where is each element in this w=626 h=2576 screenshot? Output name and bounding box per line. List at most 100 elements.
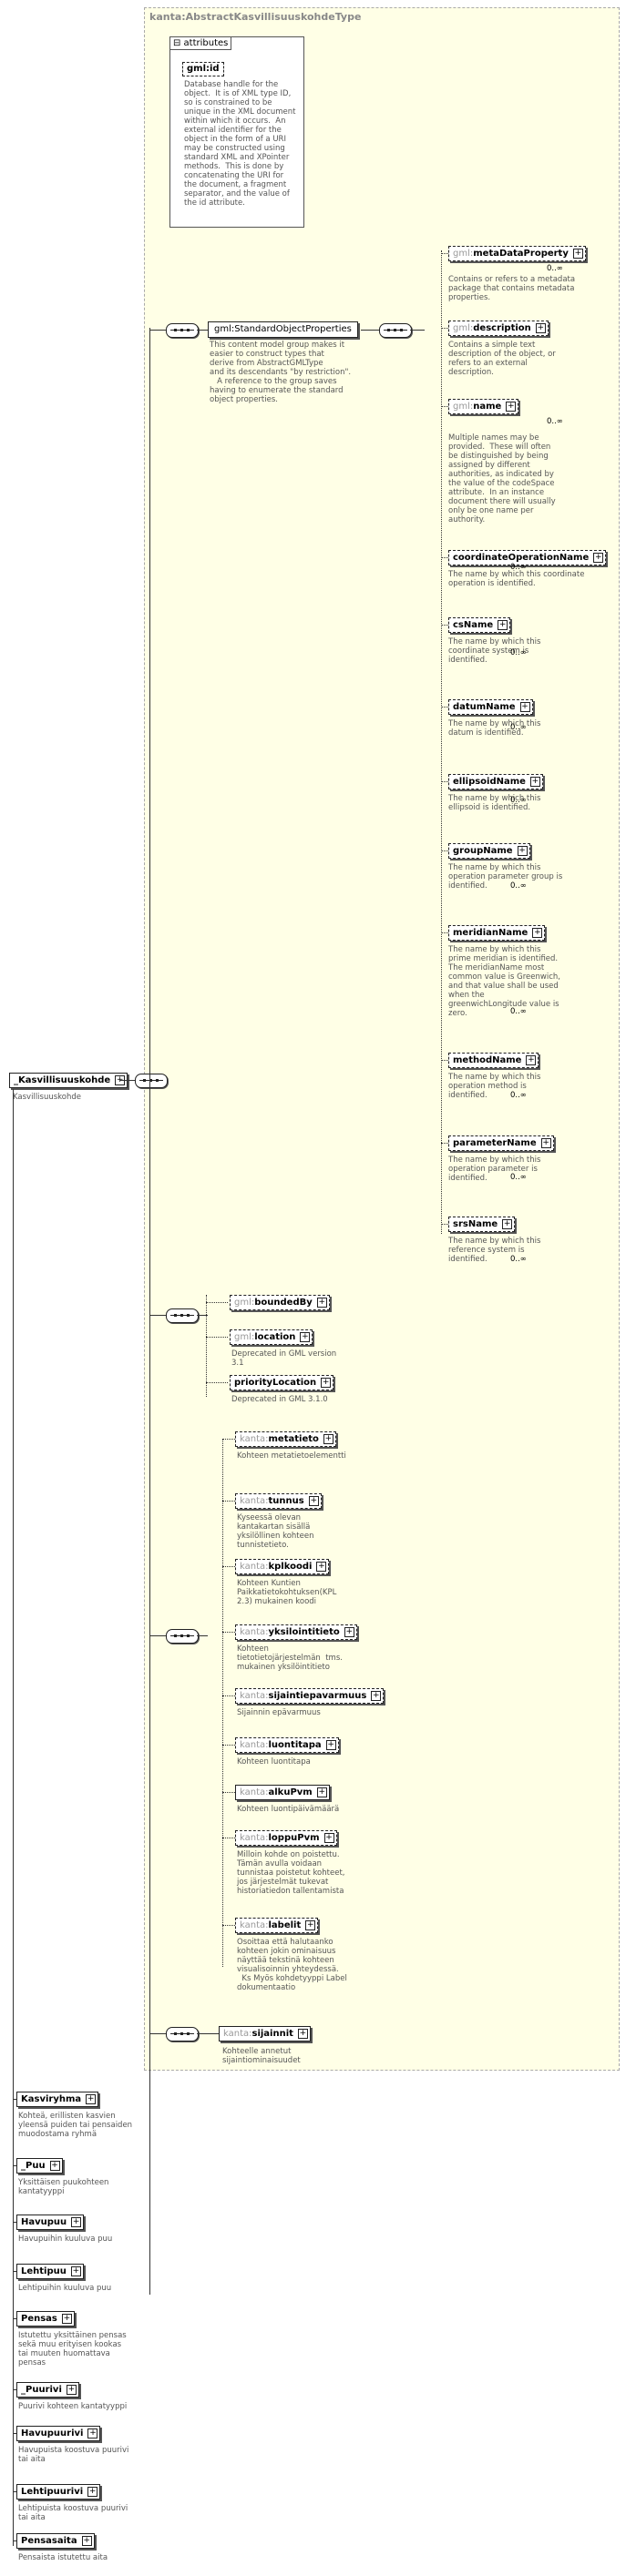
connector-line	[222, 1439, 223, 1967]
expand-icon[interactable]: +	[81, 2536, 92, 2546]
element-name: Havupuurivi	[21, 2428, 84, 2439]
element-srsName[interactable]: srsName+	[448, 1217, 516, 1232]
gml-id-attribute[interactable]: gml:id	[182, 62, 224, 76]
expand-icon[interactable]: +	[506, 402, 517, 412]
substitute-lehtipuurivi[interactable]: Lehtipuurivi+	[16, 2484, 101, 2500]
element-parameterName[interactable]: parameterName+	[448, 1135, 554, 1151]
expand-icon[interactable]: +	[517, 846, 528, 856]
element-coordinateOperationName[interactable]: coordinateOperationName+	[448, 550, 607, 565]
element-metatieto[interactable]: kanta:metatieto+	[235, 1431, 336, 1447]
namespace-prefix: kanta:	[240, 1691, 269, 1701]
element-tunnus[interactable]: kanta:tunnus+	[235, 1493, 322, 1509]
expand-icon[interactable]: +	[519, 702, 530, 712]
expand-icon[interactable]: +	[532, 928, 543, 938]
expand-icon[interactable]: +	[572, 249, 583, 259]
bounded-sequence-compositor	[166, 1308, 199, 1323]
expand-icon[interactable]: +	[71, 2217, 82, 2227]
substitute-kasviryhma[interactable]: Kasviryhma +	[16, 2092, 99, 2107]
connector-line	[441, 253, 448, 254]
expand-icon[interactable]: +	[300, 1332, 311, 1342]
element-groupName[interactable]: groupName +	[448, 843, 530, 859]
element-sijaintiepavarmuus[interactable]: kanta:sijaintiepavarmuus +	[235, 1688, 385, 1704]
expand-icon[interactable]: +	[297, 2029, 308, 2039]
standard-object-properties-group[interactable]: gml:StandardObjectProperties	[208, 321, 358, 338]
substitute-puurivi[interactable]: _Puurivi+	[16, 2382, 79, 2398]
cardinality: 0..∞	[510, 563, 527, 572]
element-loppuPvm[interactable]: kanta:loppuPvm+	[235, 1830, 337, 1846]
element-yksilointitieto[interactable]: kanta:yksilointitieto+	[235, 1624, 357, 1640]
sequence-dot	[174, 1314, 177, 1317]
element-priorityLocation[interactable]: priorityLocation+	[230, 1375, 334, 1390]
element-boundedBy[interactable]: gml:boundedBy+	[230, 1295, 330, 1310]
element-labelit[interactable]: kanta:labelit+	[235, 1918, 319, 1933]
expand-icon[interactable]: +	[323, 1833, 334, 1843]
element-csName[interactable]: csName+	[448, 617, 511, 633]
element-alkuPvm[interactable]: kanta:alkuPvm+	[235, 1785, 330, 1800]
element-ellipsoidName[interactable]: ellipsoidName+	[448, 774, 543, 789]
root-element-kasvillisuuskohde[interactable]: _Kasvillisuuskohde+	[9, 1073, 128, 1088]
expand-icon[interactable]: +	[61, 2314, 72, 2324]
element-kplkoodi[interactable]: kanta:kplkoodi+	[235, 1559, 330, 1574]
expand-icon[interactable]: +	[344, 1627, 354, 1637]
expand-icon[interactable]: +	[593, 553, 604, 563]
element-name: Kasviryhma	[21, 2094, 82, 2104]
substitute-lehtipuu[interactable]: Lehtipuu+	[16, 2264, 84, 2279]
expand-icon[interactable]: +	[316, 1787, 327, 1797]
element-name: groupName	[453, 846, 513, 856]
attributes-tab[interactable]: ⊟ attributes	[169, 36, 232, 50]
substitute-pensas[interactable]: Pensas+	[16, 2311, 75, 2327]
element-location[interactable]: gml:location+	[230, 1329, 313, 1345]
expand-icon[interactable]: +	[308, 1496, 319, 1506]
substitute-lehtipuu-description: Lehtipuihin kuuluva puu	[18, 2284, 112, 2293]
substitute-puu[interactable]: _Puu+	[16, 2158, 63, 2174]
connector-line	[222, 1566, 235, 1567]
expand-icon[interactable]: +	[321, 1378, 332, 1388]
connector-line	[197, 330, 208, 331]
substitute-pensasaita[interactable]: Pensasaita +	[16, 2533, 95, 2549]
element-name: Pensasaita	[21, 2536, 77, 2546]
element-name: sijaintiepavarmuus	[268, 1691, 367, 1701]
element-description[interactable]: gml:description+	[448, 321, 549, 336]
expand-icon[interactable]: +	[316, 1562, 327, 1572]
element-metaDataProperty[interactable]: gml:metaDataProperty+	[448, 246, 586, 261]
connector-line	[149, 330, 166, 331]
element-meridianName[interactable]: meridianName+	[448, 925, 546, 941]
expand-icon[interactable]: +	[305, 1920, 316, 1930]
element-datumName[interactable]: datumName+	[448, 699, 533, 715]
element-methodName[interactable]: methodName+	[448, 1053, 539, 1068]
connector-line	[222, 1745, 235, 1746]
element-name: kplkoodi	[268, 1562, 313, 1572]
expand-icon[interactable]: +	[49, 2161, 60, 2171]
substitute-havupuurivi[interactable]: Havupuurivi+	[16, 2426, 101, 2441]
expand-icon[interactable]: +	[502, 1219, 513, 1229]
sequence-dot	[174, 329, 177, 331]
expand-icon[interactable]: +	[70, 2266, 81, 2276]
element-sijainnit[interactable]: kanta:sijainnit+	[219, 2026, 311, 2041]
namespace-prefix: kanta:	[240, 1627, 269, 1637]
expand-icon[interactable]: +	[316, 1298, 327, 1308]
expand-icon[interactable]: +	[87, 2428, 98, 2439]
expand-icon[interactable]: +	[540, 1138, 551, 1148]
element-name: ellipsoidName	[453, 777, 526, 787]
expand-icon[interactable]: +	[325, 1740, 336, 1750]
expand-icon[interactable]: +	[87, 2487, 98, 2497]
element-name: _Kasvillisuuskohde	[14, 1075, 111, 1085]
connector-line	[149, 328, 150, 2295]
element-name[interactable]: gml:name+	[448, 399, 519, 414]
expand-icon[interactable]: +	[498, 620, 508, 630]
substitute-havupuu[interactable]: Havupuu+	[16, 2215, 85, 2230]
cardinality: 0..∞	[510, 1007, 527, 1016]
element-luontitapa[interactable]: kanta:luontitapa+	[235, 1737, 339, 1753]
cardinality: 0..∞	[510, 796, 527, 805]
expand-icon[interactable]: +	[529, 777, 540, 787]
expand-icon[interactable]: +	[86, 2094, 97, 2104]
sequence-dot	[174, 1634, 177, 1637]
expand-icon[interactable]: +	[526, 1055, 537, 1065]
namespace-prefix: kanta:	[240, 1787, 269, 1797]
expand-icon[interactable]: +	[371, 1691, 382, 1701]
cardinality: 0..∞	[510, 1173, 527, 1182]
expand-icon[interactable]: +	[323, 1434, 334, 1444]
expand-icon[interactable]: +	[66, 2385, 77, 2395]
expand-icon[interactable]: +	[535, 323, 546, 333]
connector-line	[441, 557, 448, 558]
